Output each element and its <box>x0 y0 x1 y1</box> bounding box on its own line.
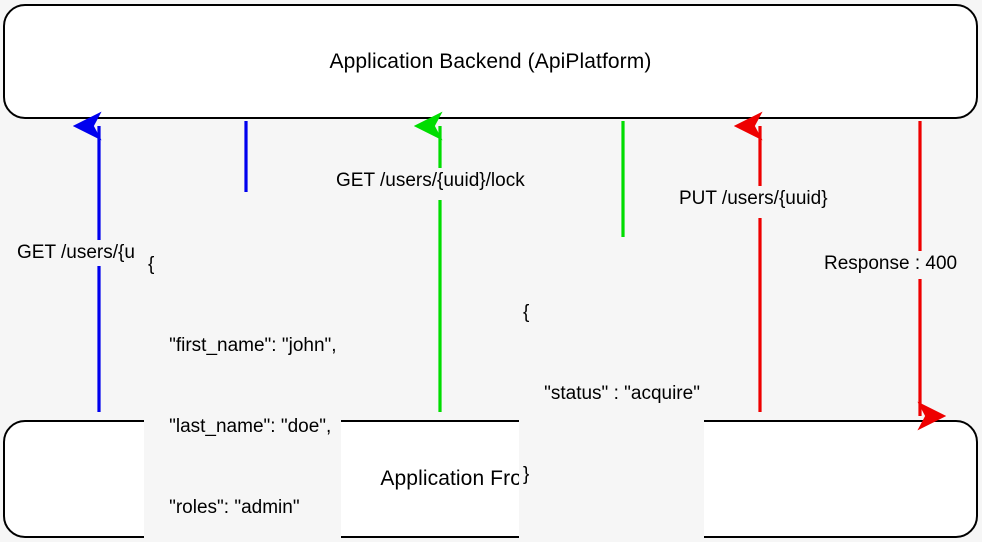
message-label-get-lock-request: GET /users/{uuid}/lock <box>333 168 528 194</box>
payload-lock-line-0: { <box>523 302 530 323</box>
message-label-get-user-request: GET /users/{u <box>14 240 138 266</box>
message-label-put-user-response: Response : 400 <box>821 251 961 277</box>
payload-user-line-0: { <box>148 254 155 275</box>
payload-lock-line-2: } <box>523 464 530 485</box>
payload-lock-line-1: "status" : "acquire" <box>523 383 700 404</box>
payload-user-line-3: "roles": "admin" <box>148 497 300 518</box>
lane-title-backend: Application Backend (ApiPlatform) <box>329 49 652 73</box>
message-label-put-user-request: PUT /users/{uuid} <box>676 186 831 212</box>
lane-application-backend: Application Backend (ApiPlatform) <box>3 4 978 119</box>
payload-user-line-1: "first_name": "john", <box>148 335 337 356</box>
payload-user-body: { "first_name": "john", "last_name": "do… <box>144 195 341 542</box>
payload-user-line-2: "last_name": "doe", <box>148 416 332 437</box>
payload-lock-body: { "status" : "acquire" } <box>519 243 704 542</box>
